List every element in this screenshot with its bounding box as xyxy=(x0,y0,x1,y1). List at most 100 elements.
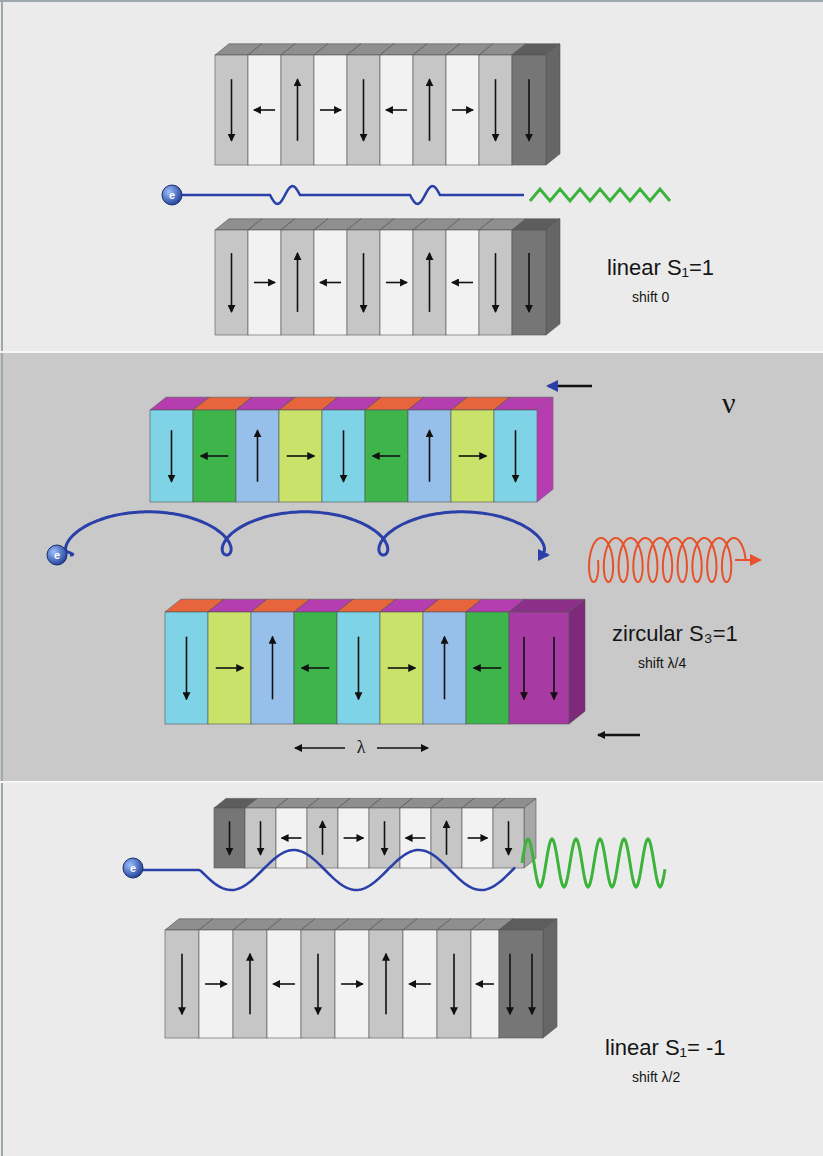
block-front xyxy=(338,808,369,868)
period-arrow xyxy=(295,747,345,748)
block-front xyxy=(322,410,365,502)
magnetization-arrow xyxy=(181,954,183,1014)
electron-trajectory xyxy=(182,186,524,204)
magnetization-arrow xyxy=(302,667,330,669)
magnetization-arrow xyxy=(363,79,365,141)
magnetization-arrow xyxy=(385,954,387,1014)
magnet-block xyxy=(499,919,557,1038)
block-front xyxy=(199,930,233,1038)
polarization-label: linear S₁=1 xyxy=(607,256,714,280)
block-front xyxy=(451,410,494,502)
block-front xyxy=(314,55,347,165)
magnetization-arrow xyxy=(523,637,525,700)
block-front xyxy=(369,808,400,868)
magnetization-arrow xyxy=(273,983,295,985)
magnetization-arrow xyxy=(453,954,455,1014)
magnetization-arrow xyxy=(343,430,345,482)
block-front xyxy=(215,55,248,165)
magnetization-arrow xyxy=(452,109,473,111)
block-front xyxy=(347,55,380,165)
block-front xyxy=(437,930,471,1038)
block-front xyxy=(281,230,314,335)
block-front xyxy=(233,930,267,1038)
magnetization-arrow xyxy=(216,667,244,669)
electron-dot xyxy=(162,185,182,205)
magnetization-arrow xyxy=(429,430,431,482)
magnetization-arrow xyxy=(508,821,510,855)
block-front xyxy=(413,55,446,165)
magnetization-arrow xyxy=(452,282,473,284)
magnetization-arrow xyxy=(282,837,302,839)
magnetization-arrow xyxy=(429,253,431,312)
magnetization-arrow xyxy=(201,455,229,457)
magnet-block xyxy=(512,44,560,165)
cladding-plate xyxy=(537,397,553,502)
block-front xyxy=(248,230,281,335)
block-front xyxy=(509,612,569,724)
block-front xyxy=(380,55,413,165)
block-front xyxy=(248,55,281,165)
shift-label: shift λ/2 xyxy=(632,1070,680,1085)
magnetization-arrow xyxy=(287,455,315,457)
block-front xyxy=(431,808,462,868)
block-side xyxy=(546,44,560,165)
block-front xyxy=(281,55,314,165)
block-front xyxy=(403,930,437,1038)
magnetization-arrow xyxy=(531,954,533,1014)
block-front xyxy=(494,410,537,502)
magnetization-arrow xyxy=(344,837,364,839)
magnetization-arrow xyxy=(386,282,407,284)
electron-dot xyxy=(123,858,143,878)
force-arrow xyxy=(548,385,592,387)
block-front xyxy=(493,808,524,868)
panel-divider xyxy=(0,781,823,783)
block-front xyxy=(479,55,512,165)
magnetization-arrow xyxy=(231,253,233,312)
block-front xyxy=(165,612,208,724)
block-side xyxy=(569,599,585,724)
magnetization-arrow xyxy=(509,954,511,1014)
polarization-label: zircular S₃=1 xyxy=(612,622,738,646)
panel-border xyxy=(1,0,3,1156)
shift-label: shift λ/4 xyxy=(638,656,686,671)
trajectories xyxy=(66,186,760,890)
period-label: λ xyxy=(357,738,366,758)
block-front xyxy=(215,230,248,335)
magnetization-arrow xyxy=(186,637,188,700)
magnetization-arrow xyxy=(205,983,227,985)
magnetization-arrow xyxy=(553,637,555,700)
magnetization-arrow xyxy=(297,79,299,141)
block-front xyxy=(279,410,322,502)
block-front xyxy=(335,930,369,1038)
magnetization-arrow xyxy=(254,282,275,284)
magnetization-arrow xyxy=(444,637,446,700)
radiation-helix xyxy=(589,538,746,582)
magnetization-arrow xyxy=(320,109,341,111)
magnet-block xyxy=(512,219,560,335)
block-front xyxy=(276,808,307,868)
magnetization-arrow xyxy=(384,821,386,855)
block-front xyxy=(347,230,380,335)
magnetization-arrow xyxy=(515,430,517,482)
magnetization-arrow xyxy=(254,109,275,111)
magnetization-arrow xyxy=(317,954,319,1014)
block-front xyxy=(301,930,335,1038)
block-front xyxy=(446,230,479,335)
panel-ground xyxy=(0,782,823,1156)
electron-trajectory xyxy=(66,512,548,555)
block-front xyxy=(512,230,546,335)
magnetization-arrow xyxy=(459,455,487,457)
magnetization-arrow xyxy=(406,837,426,839)
magnetization-arrow xyxy=(495,253,497,312)
block-front xyxy=(479,230,512,335)
block-front xyxy=(462,808,493,868)
block-front xyxy=(294,612,337,724)
block-front xyxy=(267,930,301,1038)
magnetization-arrow xyxy=(231,79,233,141)
magnetization-arrow xyxy=(272,637,274,700)
block-side xyxy=(537,397,553,502)
block-front xyxy=(446,55,479,165)
block-front xyxy=(150,410,193,502)
period-arrow xyxy=(377,747,428,748)
block-front xyxy=(165,930,199,1038)
